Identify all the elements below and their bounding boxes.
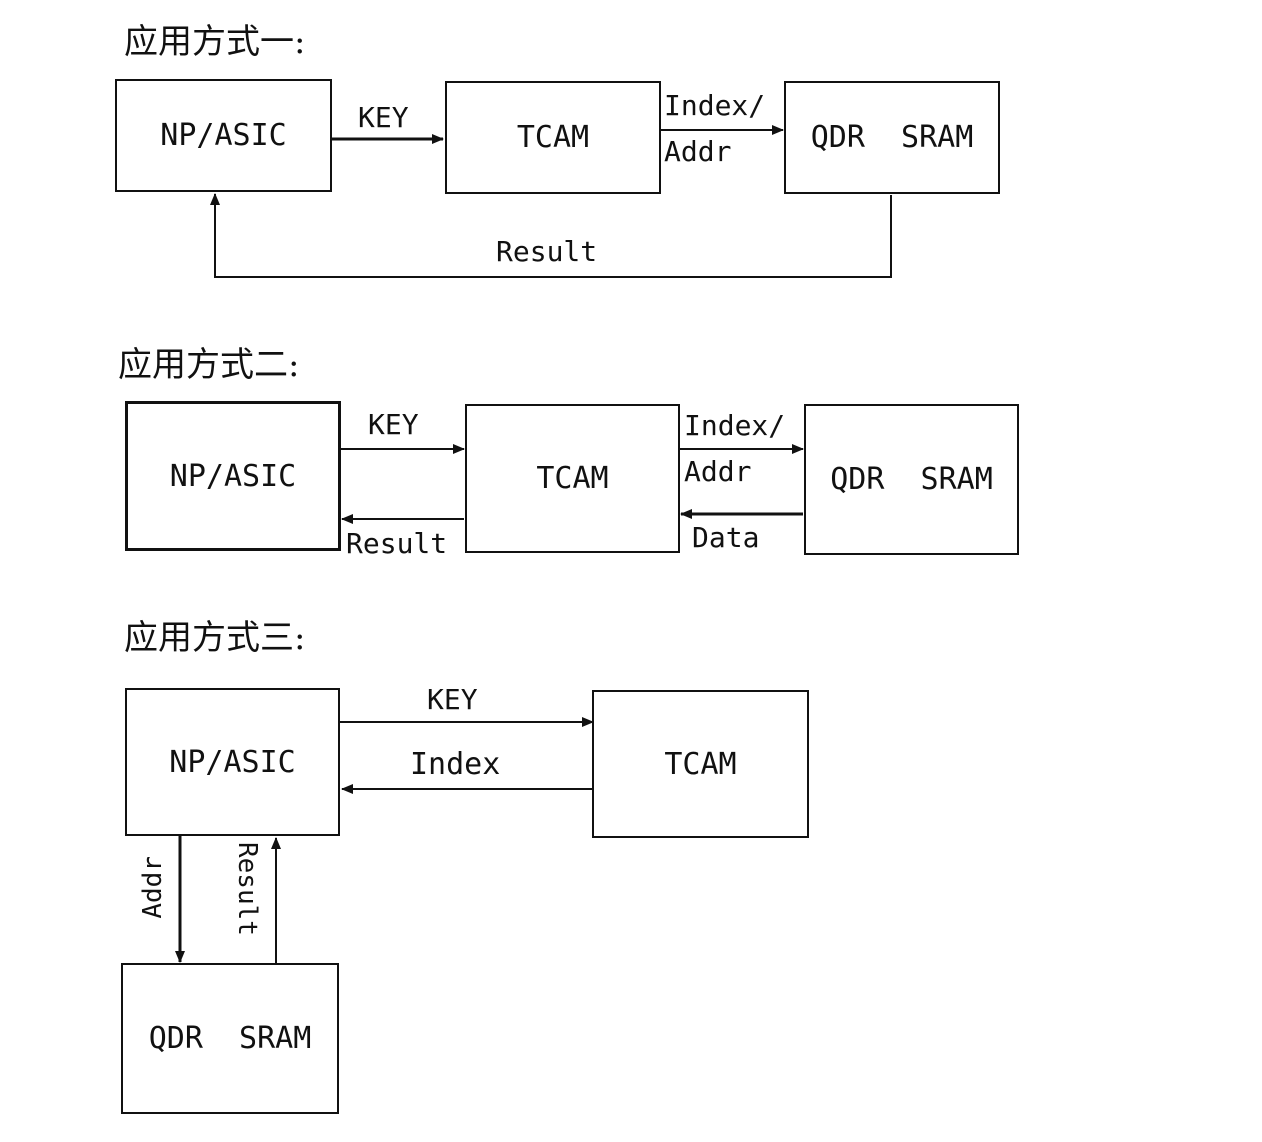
mode2-addr-label: Addr: [684, 455, 752, 488]
mode2-np-asic-box: NP/ASIC: [125, 401, 341, 551]
mode3-tcam-box: TCAM: [592, 690, 809, 838]
mode2-sram-box: QDR SRAM: [804, 404, 1019, 555]
mode3-result-label: Result: [232, 842, 262, 936]
mode1-key-label: KEY: [358, 101, 409, 134]
mode3-heading: 应用方式三:: [124, 618, 306, 658]
mode1-np-asic-box: NP/ASIC: [115, 79, 332, 192]
mode2-data-label: Data: [692, 521, 760, 554]
m1-result-path: [210, 193, 892, 278]
mode2-heading: 应用方式二:: [118, 345, 300, 385]
mode1-result-label: Result: [496, 235, 598, 268]
mode3-np-asic-box: NP/ASIC: [125, 688, 340, 836]
mode2-index-label: Index/: [684, 409, 786, 442]
mode1-sram-box: QDR SRAM: [784, 81, 1000, 194]
mode1-addr-label: Addr: [664, 135, 732, 168]
mode2-result-label: Result: [346, 527, 448, 560]
mode1-tcam-box: TCAM: [445, 81, 661, 194]
mode3-index-label: Index: [410, 747, 501, 782]
mode1-index-label: Index/: [664, 89, 766, 122]
mode3-addr-label: Addr: [138, 856, 168, 919]
mode2-tcam-box: TCAM: [465, 404, 680, 553]
mode3-sram-box: QDR SRAM: [121, 963, 339, 1114]
mode1-heading: 应用方式一:: [124, 22, 306, 62]
mode2-key-label: KEY: [368, 408, 419, 441]
mode3-key-label: KEY: [427, 683, 478, 716]
